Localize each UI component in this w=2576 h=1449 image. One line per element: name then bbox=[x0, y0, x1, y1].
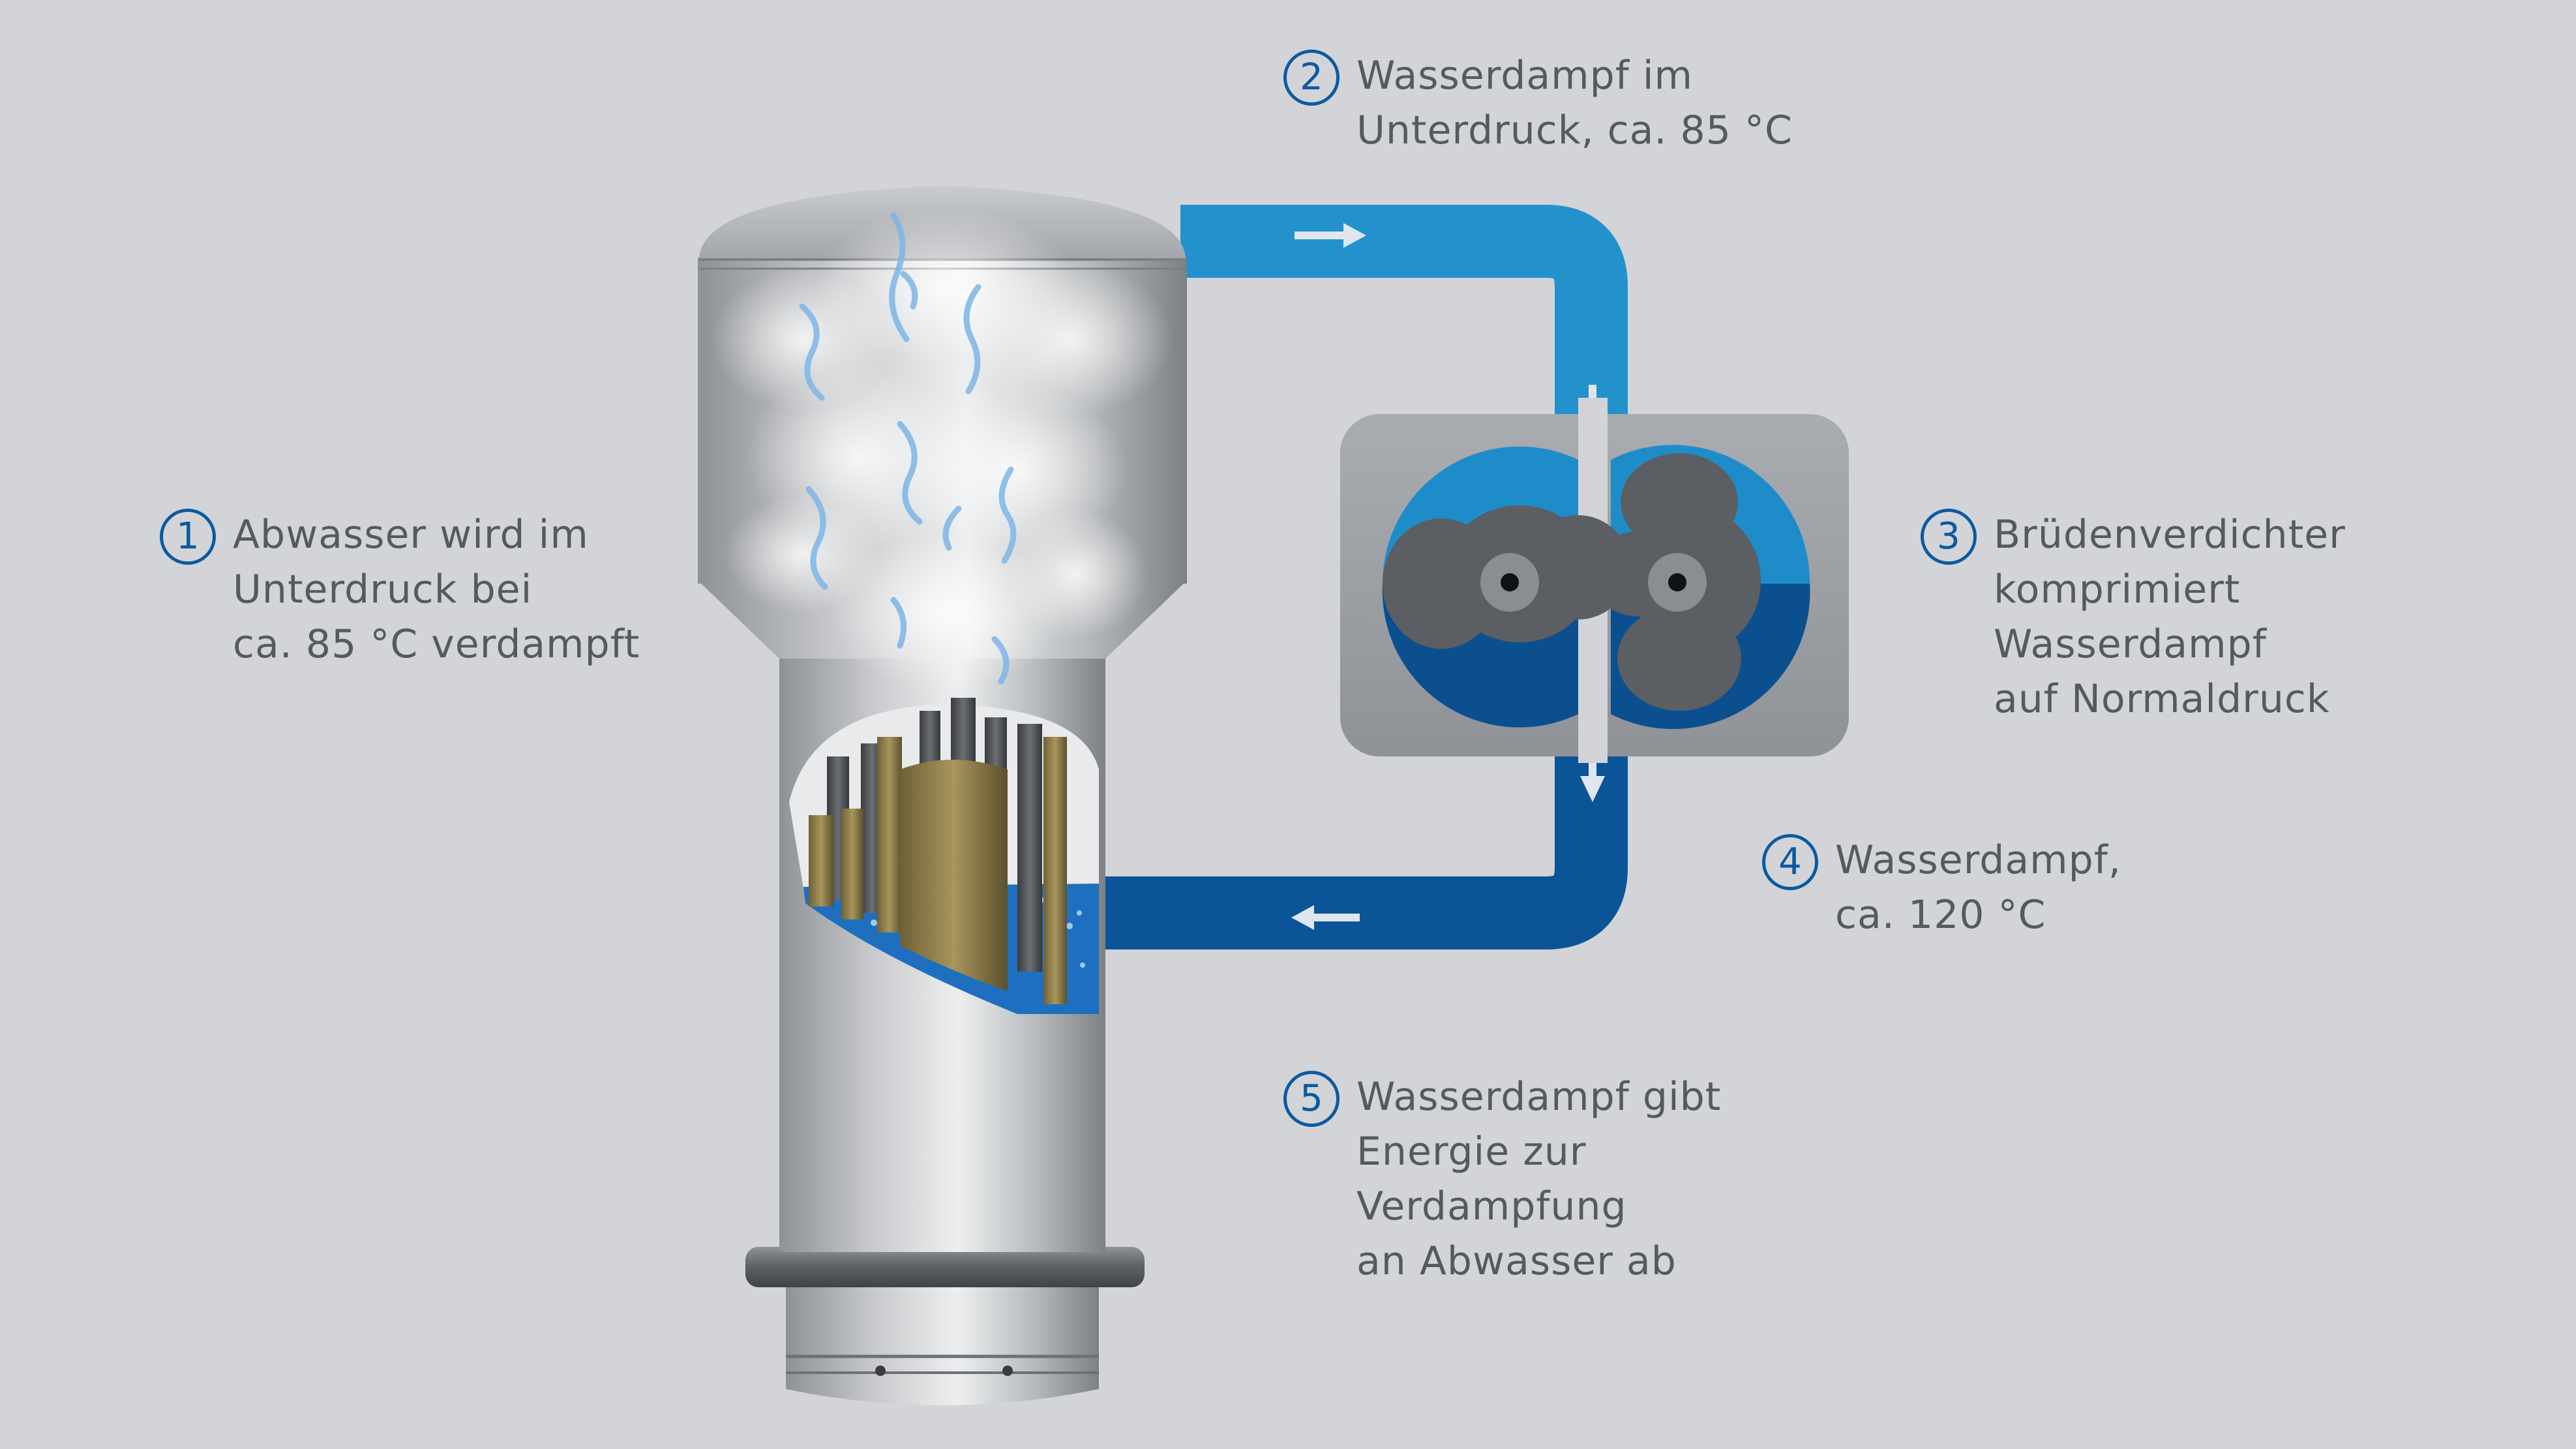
evaporator-vessel bbox=[698, 186, 1187, 1405]
circled-number-3-icon: 3 bbox=[1921, 509, 1977, 565]
callout-1: 1 Abwasser wird im Unterdruck bei ca. 85… bbox=[160, 507, 640, 672]
steam-pipe-low-pressure bbox=[1180, 205, 1628, 417]
callout-5: 5 Wasserdampf gibt Energie zur Verdampfu… bbox=[1283, 1069, 1721, 1289]
callout-1-line-3: ca. 85 °C verdampft bbox=[233, 621, 640, 667]
callout-2-line-1: Wasserdampf im bbox=[1356, 53, 1694, 98]
callout-4-text: Wasserdampf, ca. 120 °C bbox=[1835, 833, 2121, 942]
callout-5-line-3: Verdampfung bbox=[1356, 1184, 1627, 1229]
callout-3: 3 Brüdenverdichter komprimiert Wasserdam… bbox=[1921, 507, 2346, 726]
callout-1-line-2: Unterdruck bei bbox=[233, 567, 533, 612]
vapor-compressor bbox=[1340, 398, 1849, 763]
callout-4-line-2: ca. 120 °C bbox=[1835, 892, 2046, 938]
callout-5-text: Wasserdampf gibt Energie zur Verdampfung… bbox=[1356, 1069, 1721, 1289]
callout-2: 2 Wasserdampf im Unterdruck, ca. 85 °C bbox=[1283, 48, 1793, 158]
callout-3-line-4: auf Normaldruck bbox=[1994, 676, 2330, 722]
callout-5-line-4: an Abwasser ab bbox=[1356, 1238, 1677, 1284]
flow-arrow-icon bbox=[1295, 223, 1366, 248]
callout-2-text: Wasserdampf im Unterdruck, ca. 85 °C bbox=[1356, 48, 1793, 158]
callout-5-line-2: Energie zur bbox=[1356, 1129, 1587, 1174]
callout-4-line-1: Wasserdampf, bbox=[1835, 837, 2121, 883]
vessel-cutaway bbox=[789, 698, 1099, 1014]
callout-1-text: Abwasser wird im Unterdruck bei ca. 85 °… bbox=[233, 507, 640, 672]
compressor-rotor-right bbox=[1591, 453, 1761, 711]
callout-2-line-2: Unterdruck, ca. 85 °C bbox=[1356, 108, 1793, 153]
flow-arrow-icon bbox=[1580, 737, 1605, 802]
compressor-rotor-left bbox=[1383, 505, 1630, 649]
steam-clouds bbox=[711, 209, 1174, 691]
circled-number-1-icon: 1 bbox=[160, 509, 216, 565]
callout-3-line-1: Brüdenverdichter bbox=[1994, 512, 2346, 558]
callout-4: 4 Wasserdampf, ca. 120 °C bbox=[1762, 833, 2121, 942]
vapor-swirls bbox=[799, 212, 1017, 685]
circled-number-5-icon: 5 bbox=[1283, 1071, 1340, 1127]
callout-3-line-2: komprimiert bbox=[1994, 567, 2241, 612]
callout-3-text: Brüdenverdichter komprimiert Wasserdampf… bbox=[1994, 507, 2346, 726]
flow-arrow-icon bbox=[1291, 905, 1360, 930]
circled-number-2-icon: 2 bbox=[1283, 50, 1340, 106]
callout-5-line-1: Wasserdampf gibt bbox=[1356, 1074, 1722, 1120]
callout-1-line-1: Abwasser wird im bbox=[233, 512, 589, 558]
steam-pipe-high-pressure bbox=[1096, 750, 1628, 949]
callout-3-line-3: Wasserdampf bbox=[1994, 621, 2267, 667]
heating-tubes bbox=[809, 698, 1067, 1004]
circled-number-4-icon: 4 bbox=[1762, 834, 1818, 890]
